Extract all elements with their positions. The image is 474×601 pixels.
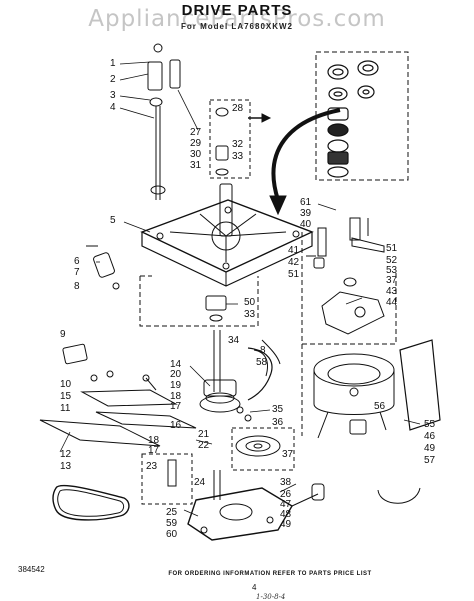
- diagram-title: DRIVE PARTS: [181, 2, 293, 19]
- callout-22: 22: [198, 440, 210, 451]
- callout-13: 13: [60, 461, 72, 472]
- callout-3: 3: [110, 90, 116, 101]
- callout-16: 16: [170, 420, 182, 431]
- callout-44: 44: [386, 297, 398, 308]
- callout-37-bottom: 37: [282, 449, 294, 460]
- callout-46: 46: [424, 431, 436, 442]
- callout-27: 27: [190, 127, 202, 138]
- callout-18-top: 18: [170, 391, 182, 402]
- callout-58: 58: [256, 357, 268, 368]
- callout-10: 10: [60, 379, 72, 390]
- callout-39: 39: [300, 208, 312, 219]
- callout-29: 29: [190, 138, 202, 149]
- callout-28: 28: [232, 103, 244, 114]
- callout-12: 12: [60, 449, 72, 460]
- callout-43: 43: [386, 286, 398, 297]
- callout-34: 34: [228, 335, 240, 346]
- callout-1: 1: [110, 58, 116, 69]
- callout-42: 42: [288, 257, 300, 268]
- footer-note: FOR ORDERING INFORMATION REFER TO PARTS …: [168, 571, 372, 577]
- callout-20: 20: [170, 369, 182, 380]
- lid-switch-stack: [147, 43, 181, 200]
- linkage-parts: [39, 343, 197, 447]
- page-number: 4: [252, 583, 257, 592]
- callout-23: 23: [146, 461, 158, 472]
- callout-48: 48: [280, 509, 292, 520]
- callout-60: 60: [166, 529, 178, 540]
- motor-assembly: [313, 353, 395, 439]
- callout-49-right: 49: [424, 443, 436, 454]
- callout-51-left: 51: [288, 269, 300, 280]
- callout-15: 15: [60, 391, 72, 402]
- drawing-code: 384542: [18, 565, 45, 574]
- callout-26: 26: [280, 489, 292, 500]
- callout-35: 35: [272, 404, 284, 415]
- callout-32: 32: [232, 139, 244, 150]
- callout-17-top: 17: [170, 401, 182, 412]
- drive-belt: [52, 484, 130, 521]
- callout-55: 55: [424, 419, 436, 430]
- callout-5: 5: [110, 215, 116, 226]
- callout-40: 40: [300, 219, 312, 230]
- callout-51-right: 51: [386, 243, 398, 254]
- callout-17-bottom: 17: [148, 445, 160, 456]
- callout-14: 14: [170, 359, 182, 370]
- callout-38: 38: [280, 477, 292, 488]
- bearing-kit-inset: [315, 51, 409, 181]
- callout-4: 4: [110, 102, 116, 113]
- callout-19: 19: [170, 380, 182, 391]
- callout-25: 25: [166, 507, 178, 518]
- base-plate: [140, 183, 314, 287]
- callout-7: 7: [74, 267, 80, 278]
- assembly-arrow: [271, 108, 341, 201]
- transmission-gearcase: [187, 470, 325, 541]
- callout-50: 50: [244, 297, 256, 308]
- callout-24: 24: [194, 477, 206, 488]
- callout-37-top: 37: [386, 275, 398, 286]
- callout-53: 53: [386, 265, 398, 276]
- callout-49-bottom: 49: [280, 519, 292, 530]
- callout-56: 56: [374, 401, 386, 412]
- callout-52: 52: [386, 255, 398, 266]
- top-housing: [209, 99, 251, 179]
- callout-18-bottom: 18: [148, 435, 160, 446]
- callout-31: 31: [190, 160, 202, 171]
- callout-21: 21: [198, 429, 210, 440]
- callout-61: 61: [300, 197, 312, 208]
- callout-57: 57: [424, 455, 436, 466]
- callout-33-top: 33: [232, 151, 244, 162]
- right-brackets: [306, 217, 385, 335]
- callout-36: 36: [272, 417, 284, 428]
- callout-33-mid: 33: [244, 309, 256, 320]
- callout-41: 41: [288, 245, 300, 256]
- callout-9: 9: [60, 329, 66, 340]
- callout-6: 6: [74, 256, 80, 267]
- callout-11: 11: [60, 403, 71, 414]
- handwritten-date: 1-30-8-4: [256, 593, 286, 601]
- brake-assembly: [199, 379, 252, 422]
- callout-2: 2: [110, 74, 116, 85]
- diagram-subtitle: For Model LA7680XKW2: [180, 22, 293, 31]
- callout-8-right: 8: [260, 345, 266, 356]
- callout-59: 59: [166, 518, 178, 529]
- callout-8-left: 8: [74, 281, 80, 292]
- leader-lines: [59, 61, 421, 517]
- callout-30: 30: [190, 149, 202, 160]
- callout-47: 47: [280, 499, 292, 510]
